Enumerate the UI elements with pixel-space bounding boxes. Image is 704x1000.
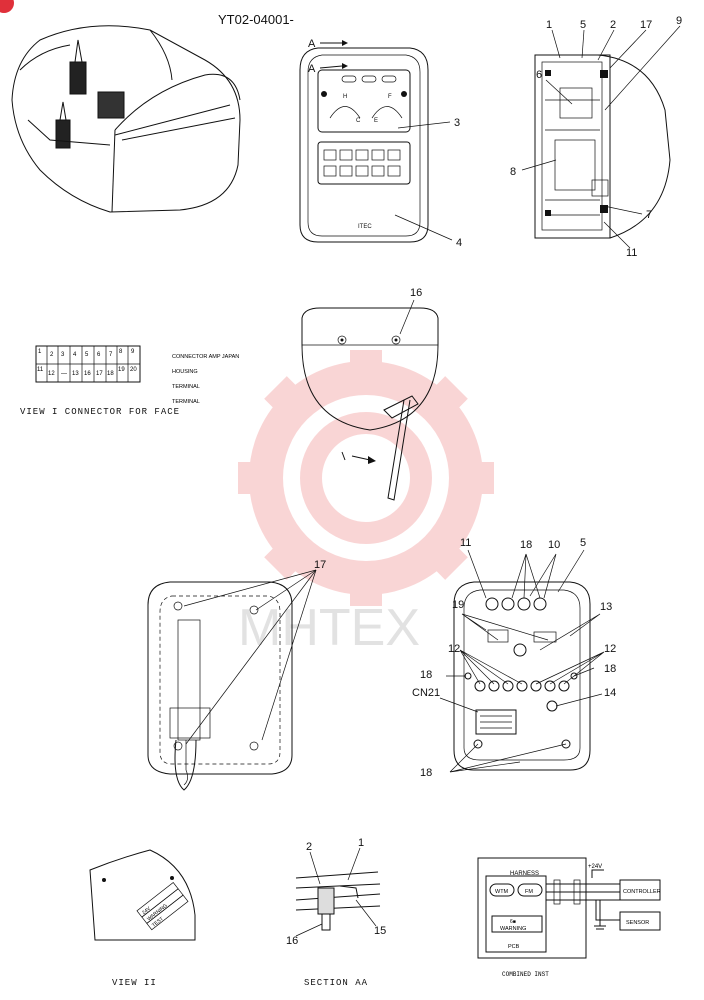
schematic-controller: CONTROLLER — [623, 889, 661, 895]
gauge-c-label: C — [356, 118, 361, 124]
schematic-wtm: WTM — [495, 889, 509, 895]
pin-13: 13 — [72, 371, 79, 377]
view-2-line-1: 24V — [141, 905, 152, 916]
note-connector: CONNECTOR AMP JAPAN — [172, 354, 239, 360]
view-2-drawing: 24V WARNING TEST — [89, 849, 196, 941]
callout-11-pcb: 11 — [460, 537, 471, 549]
leader-lines-panel — [394, 121, 453, 241]
connector-caption: VIEW I CONNECTOR FOR FACE — [20, 407, 180, 417]
section-arrows: A A — [308, 38, 348, 75]
callout-1-section: 1 — [358, 837, 364, 849]
schematic-harness: HARNESS — [510, 871, 539, 877]
callout-12-left: 12 — [448, 643, 460, 655]
callout-18-bottom: 18 — [420, 767, 432, 779]
schematic-voltage: +24V — [588, 864, 602, 870]
leader-lines-rear — [183, 569, 317, 745]
gauge-f-label: F — [388, 94, 392, 100]
pin-9: 9 — [131, 349, 135, 355]
connector-grid — [35, 345, 141, 383]
pin-16: 16 — [84, 371, 91, 377]
instrument-panel-front: H F C E ITEC — [299, 47, 429, 243]
pin-18: 18 — [107, 371, 114, 377]
callout-18-left: 18 — [420, 669, 432, 681]
cab-drawing — [11, 25, 241, 213]
watermark-text: MHTEX — [238, 599, 420, 657]
callout-5-pcb: 5 — [580, 537, 586, 549]
section-aa-drawing — [295, 871, 381, 931]
note-terminal-2: TERMINAL — [172, 399, 200, 405]
callout-a-lower: A — [308, 63, 316, 75]
callout-1: 1 — [546, 19, 552, 31]
callout-16-section: 16 — [286, 935, 298, 947]
callout-11: 11 — [626, 247, 637, 259]
callout-14: 14 — [604, 687, 616, 699]
callout-19: 19 — [452, 599, 464, 611]
pin-11: 11 — [37, 367, 44, 373]
schematic-warning-top: 6■ — [510, 919, 516, 925]
pin-blank: — — [61, 371, 67, 377]
callout-5: 5 — [580, 19, 586, 31]
pin-1: 1 — [38, 349, 42, 355]
panel-bottom-view — [301, 307, 439, 501]
document-code: YT02-04001- — [218, 12, 294, 27]
panel-brand: ITEC — [358, 224, 372, 230]
schematic-fm: FM — [525, 889, 533, 895]
pin-17: 17 — [96, 371, 103, 377]
watermark-gear — [238, 350, 494, 606]
callout-6: 6 — [536, 69, 542, 81]
pin-4: 4 — [73, 352, 77, 358]
connector-row-1: 1 2 3 4 5 6 7 8 9 — [38, 349, 135, 358]
pin-7: 7 — [109, 352, 113, 358]
pin-3: 3 — [61, 352, 65, 358]
pin-20: 20 — [130, 367, 137, 373]
callout-17-rear: 17 — [314, 559, 326, 571]
callout-4: 4 — [456, 237, 462, 249]
note-terminal-1: TERMINAL — [172, 384, 200, 390]
schematic-warning: WARNING — [500, 926, 526, 932]
schematic-sensor: SENSOR — [626, 920, 649, 926]
corner-badge — [0, 0, 14, 13]
note-housing: HOUSING — [172, 369, 198, 375]
section-aa-caption: SECTION AA — [304, 978, 368, 988]
callout-12-right: 12 — [604, 643, 616, 655]
callout-8: 8 — [510, 166, 516, 178]
pcb-rear-view — [453, 581, 591, 771]
callout-a-upper: A — [308, 38, 316, 50]
leader-lines-pcb — [439, 549, 605, 773]
callout-cn21: CN21 — [412, 687, 440, 699]
callout-2-section: 2 — [306, 841, 312, 853]
pin-19: 19 — [118, 367, 125, 373]
callout-2: 2 — [610, 19, 616, 31]
combined-inst-schematic — [477, 857, 661, 959]
callout-13: 13 — [600, 601, 612, 613]
callout-16: 16 — [410, 287, 422, 299]
callout-15-section: 15 — [374, 925, 386, 937]
pin-6: 6 — [97, 352, 101, 358]
pin-12: 12 — [48, 371, 55, 377]
pin-2: 2 — [50, 352, 54, 358]
callout-17: 17 — [640, 19, 652, 31]
schematic-pcb: PCB — [508, 944, 520, 950]
gauge-h-label: H — [343, 94, 347, 100]
callout-18-top: 18 — [520, 539, 532, 551]
callout-7: 7 — [646, 209, 652, 221]
gauge-e-label: E — [374, 118, 378, 124]
callout-3: 3 — [454, 117, 460, 129]
leader-lines-side — [521, 25, 681, 249]
connector-row-2: 11 12 — 13 16 17 18 19 20 — [37, 367, 137, 377]
schematic-caption: COMBINED INST — [502, 971, 549, 978]
connector-notes: CONNECTOR AMP JAPAN HOUSING TERMINAL TER… — [172, 354, 239, 405]
view-2-caption: VIEW II — [112, 978, 157, 988]
leader-16 — [399, 299, 415, 335]
callout-10: 10 — [548, 539, 560, 551]
panel-side-section — [534, 54, 671, 239]
leader-lines-section — [295, 847, 377, 937]
callout-18-right: 18 — [604, 663, 616, 675]
pin-8: 8 — [119, 349, 123, 355]
callout-9: 9 — [676, 15, 682, 27]
pin-5: 5 — [85, 352, 89, 358]
